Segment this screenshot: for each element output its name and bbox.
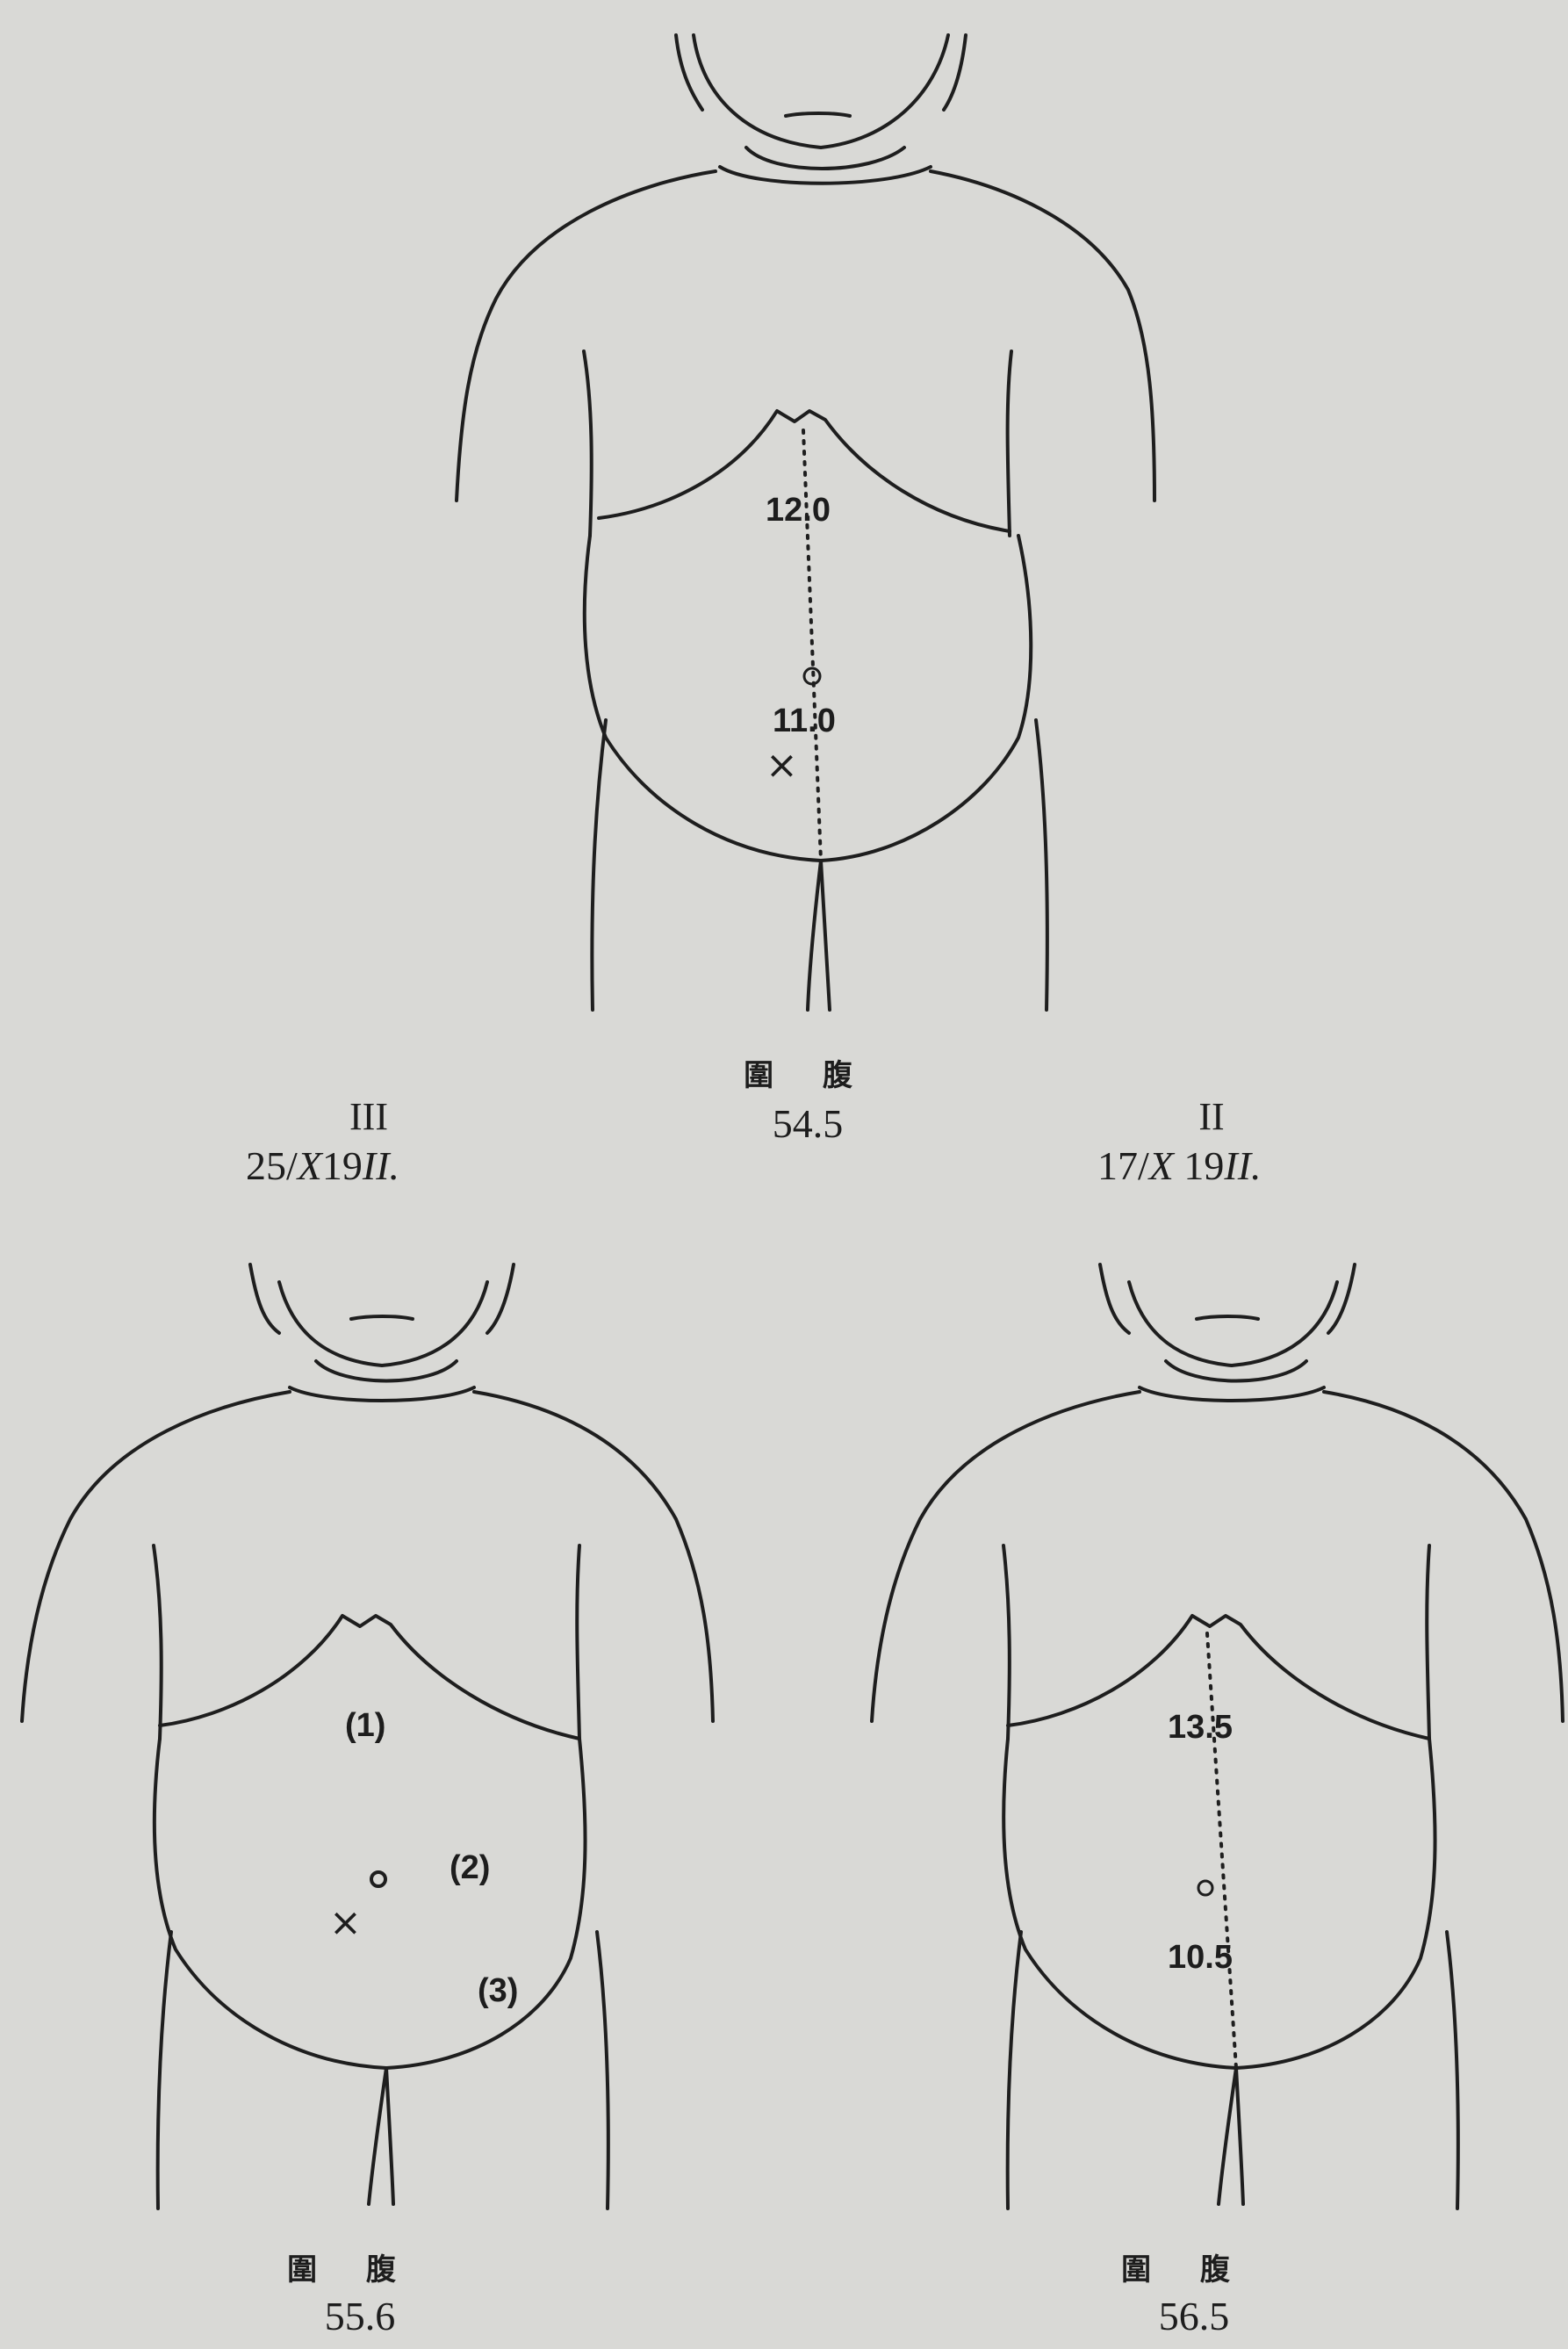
chin-line xyxy=(694,35,948,148)
figure-roman-label: II xyxy=(1124,1098,1299,1136)
leg-right xyxy=(1447,1932,1458,2208)
arm-inner-right xyxy=(1008,351,1011,536)
figure-date-label: 25/X19II. xyxy=(246,1146,579,1186)
collar xyxy=(290,1387,474,1401)
figure-date-label: 17/X 19II. xyxy=(1097,1146,1466,1186)
collar xyxy=(1140,1387,1324,1401)
arm-inner-left xyxy=(1003,1546,1010,1739)
shoulder-right xyxy=(1324,1392,1563,1721)
figure-roman-label: III xyxy=(281,1098,457,1136)
crotch-line xyxy=(369,2068,386,2204)
leg-left xyxy=(158,1932,171,2208)
crotch-line xyxy=(1219,2068,1236,2204)
ear-right xyxy=(487,1265,514,1333)
mouth xyxy=(786,113,850,116)
caption-kanji: 圍 腹 xyxy=(729,1061,887,1091)
midline-dotted xyxy=(1207,1633,1236,2068)
region-label-2: (2) xyxy=(450,1851,490,1884)
crotch-line-2 xyxy=(386,2068,393,2204)
chin-line xyxy=(279,1282,487,1365)
leg-right xyxy=(597,1932,608,2208)
crotch-line xyxy=(808,861,821,1010)
caption-kanji: 圍 腹 xyxy=(272,2255,430,2285)
arm-inner-left xyxy=(584,351,592,536)
ear-left xyxy=(250,1265,279,1333)
caption-value: 54.5 xyxy=(729,1104,887,1144)
leg-right xyxy=(1036,720,1047,1010)
torso-figure-left xyxy=(0,1229,784,2222)
arm-inner-right xyxy=(1427,1546,1429,1739)
ear-left xyxy=(1100,1265,1129,1333)
caption-kanji: 圍 腹 xyxy=(1106,2255,1264,2285)
crotch-line-2 xyxy=(1236,2068,1243,2204)
leg-left xyxy=(1008,1932,1021,2208)
measurement-lower: 10.5 xyxy=(1168,1941,1233,1974)
navel-circle xyxy=(1198,1881,1212,1895)
shoulder-left xyxy=(457,171,716,501)
measurement-lower: 11.0 xyxy=(773,704,836,738)
caption-value: 55.6 xyxy=(290,2296,430,2337)
shoulder-right xyxy=(474,1392,713,1721)
ear-left xyxy=(676,35,702,110)
caption-value: 56.5 xyxy=(1124,2296,1264,2337)
belly-outline xyxy=(1003,1739,1435,2068)
mouth xyxy=(1197,1316,1258,1319)
region-label-3: (3) xyxy=(478,1974,518,2007)
cross-mark: × xyxy=(329,1904,362,1942)
region-label-1: (1) xyxy=(345,1709,385,1742)
measurement-upper: 13.5 xyxy=(1168,1711,1233,1744)
cross-mark: × xyxy=(766,746,798,785)
chin-line xyxy=(1129,1282,1337,1365)
arm-inner-right xyxy=(577,1546,579,1739)
neck-fold xyxy=(746,148,904,169)
crotch-line-2 xyxy=(821,861,830,1010)
leg-left xyxy=(592,720,606,1010)
arm-inner-left xyxy=(154,1546,162,1739)
shoulder-right xyxy=(931,171,1154,501)
belly-outline xyxy=(155,1739,586,2068)
mouth xyxy=(351,1316,413,1319)
measurement-upper: 12.0 xyxy=(766,494,831,527)
belly-outline xyxy=(585,536,1031,861)
navel-circle xyxy=(370,1870,387,1888)
